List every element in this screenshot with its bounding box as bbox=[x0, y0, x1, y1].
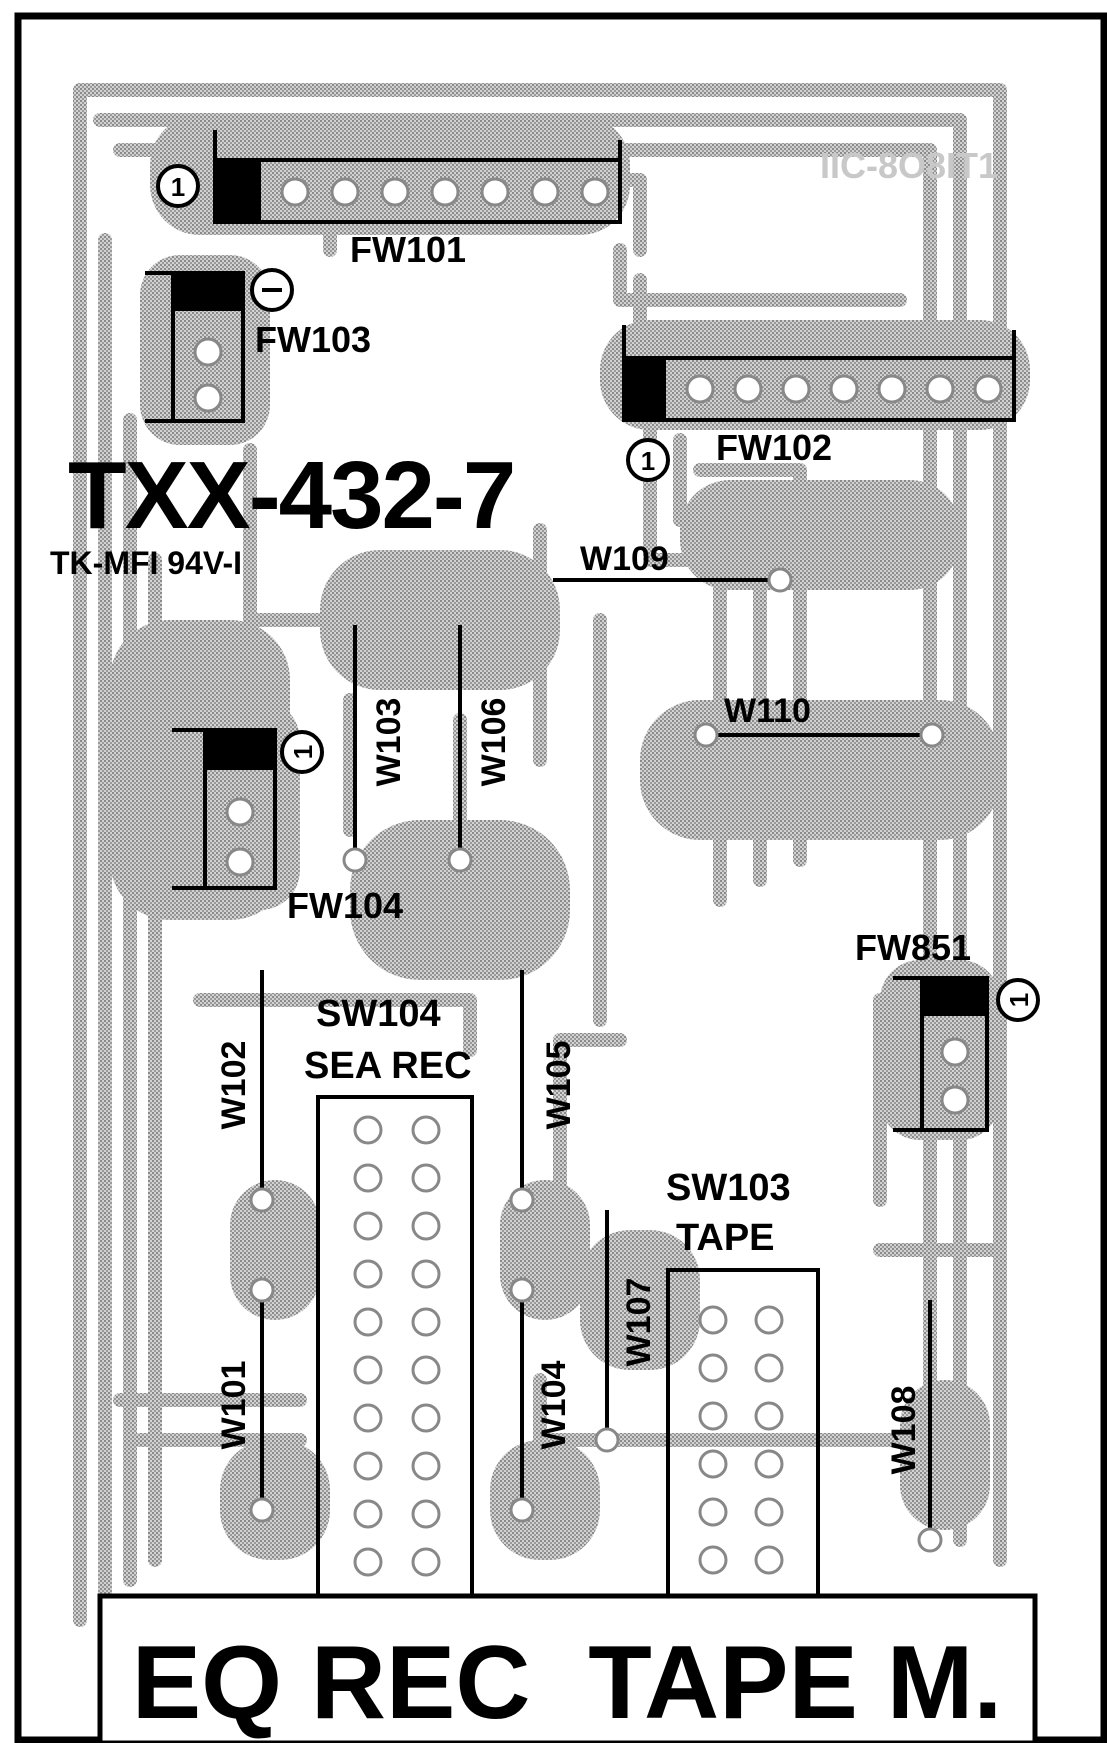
switch-pin-pad bbox=[411, 1163, 441, 1193]
board-material: TK-MFI 94V-I bbox=[50, 545, 242, 581]
switch-pin-pad bbox=[698, 1545, 728, 1575]
switch-pin-pad bbox=[353, 1115, 383, 1145]
bottom-label-box bbox=[97, 1593, 1038, 1743]
switch-pin-pad bbox=[754, 1449, 784, 1479]
switch-pin-pad bbox=[411, 1499, 441, 1529]
switch-pin-pad bbox=[353, 1451, 383, 1481]
switch-pin-pad bbox=[353, 1499, 383, 1529]
switch-pin-pad bbox=[698, 1401, 728, 1431]
switch-pin-pad bbox=[411, 1307, 441, 1337]
connector-fw102 bbox=[622, 325, 1016, 422]
switch-pin-pad bbox=[411, 1259, 441, 1289]
pin1-marker-fw102 bbox=[626, 438, 670, 482]
jumper-wires bbox=[260, 578, 932, 1540]
label-w102: W102 bbox=[215, 1041, 253, 1130]
switch-pin-pad bbox=[411, 1403, 441, 1433]
pin1-marker-fw851-text: 1 bbox=[1004, 993, 1034, 1007]
label-w101: W101 bbox=[215, 1361, 253, 1450]
label-w109: W109 bbox=[580, 540, 669, 578]
pin1-marker-fw101 bbox=[156, 164, 200, 208]
switch-pin-pad bbox=[698, 1497, 728, 1527]
label-sw104-name: SEA REC bbox=[304, 1045, 472, 1087]
switch-pin-pad bbox=[411, 1115, 441, 1145]
label-fw102: FW102 bbox=[716, 427, 832, 468]
label-fw101: FW101 bbox=[350, 229, 466, 270]
switch-pin-pad bbox=[353, 1163, 383, 1193]
switch-pin-pad bbox=[353, 1307, 383, 1337]
label-sw103-ref: SW103 bbox=[666, 1167, 791, 1209]
switch-pin-pad bbox=[411, 1355, 441, 1385]
label-w108: W108 bbox=[885, 1386, 923, 1475]
label-fw103: FW103 bbox=[255, 319, 371, 360]
faded-mark: IIC-8O8IT1 bbox=[820, 145, 998, 186]
switch-pin-pad bbox=[411, 1211, 441, 1241]
label-w103: W103 bbox=[370, 698, 408, 787]
switch-sw104 bbox=[316, 1095, 474, 1619]
bottom-label: EQ REC TAPE M. bbox=[132, 1625, 1003, 1741]
label-fw104: FW104 bbox=[287, 885, 403, 926]
switch-pin-pad bbox=[754, 1353, 784, 1383]
switch-pin-pad bbox=[698, 1305, 728, 1335]
pin1-marker-fw104 bbox=[280, 730, 324, 774]
board-part-number: TXX-432-7 bbox=[68, 442, 514, 549]
label-sw104-ref: SW104 bbox=[316, 993, 441, 1035]
label-w110: W110 bbox=[724, 692, 811, 730]
connector-fw104 bbox=[172, 728, 277, 890]
switch-pin-pad bbox=[698, 1449, 728, 1479]
switch-pin-pad bbox=[698, 1353, 728, 1383]
switch-pin-pad bbox=[353, 1211, 383, 1241]
switch-pin-pad bbox=[754, 1545, 784, 1575]
label-fw851: FW851 bbox=[855, 927, 971, 968]
switch-pin-pad bbox=[411, 1547, 441, 1577]
label-w104: W104 bbox=[535, 1361, 573, 1450]
switch-pin-pad bbox=[411, 1451, 441, 1481]
label-sw103-name: TAPE bbox=[676, 1217, 775, 1259]
switch-pin-pad bbox=[754, 1305, 784, 1335]
connector-fw851 bbox=[893, 976, 989, 1132]
connector-fw103 bbox=[145, 271, 245, 423]
switch-pin-pad bbox=[353, 1547, 383, 1577]
pin1-marker-fw101-text: 1 bbox=[171, 172, 185, 202]
switch-pin-pad bbox=[353, 1259, 383, 1289]
label-w105: W105 bbox=[540, 1041, 578, 1130]
connector-fw101 bbox=[213, 130, 622, 224]
pin1-marker-fw102-text: 1 bbox=[641, 446, 655, 476]
switch-pin-pad bbox=[353, 1355, 383, 1385]
switch-pin-pad bbox=[353, 1403, 383, 1433]
switch-pin-pad bbox=[754, 1497, 784, 1527]
switch-pin-pad bbox=[754, 1401, 784, 1431]
pin1-marker-fw851 bbox=[996, 978, 1040, 1022]
pin1-marker-fw104-text: 1 bbox=[288, 745, 318, 759]
label-w107: W107 bbox=[620, 1278, 658, 1367]
label-w106: W106 bbox=[475, 698, 513, 787]
jumper-end-pads bbox=[249, 567, 945, 1553]
